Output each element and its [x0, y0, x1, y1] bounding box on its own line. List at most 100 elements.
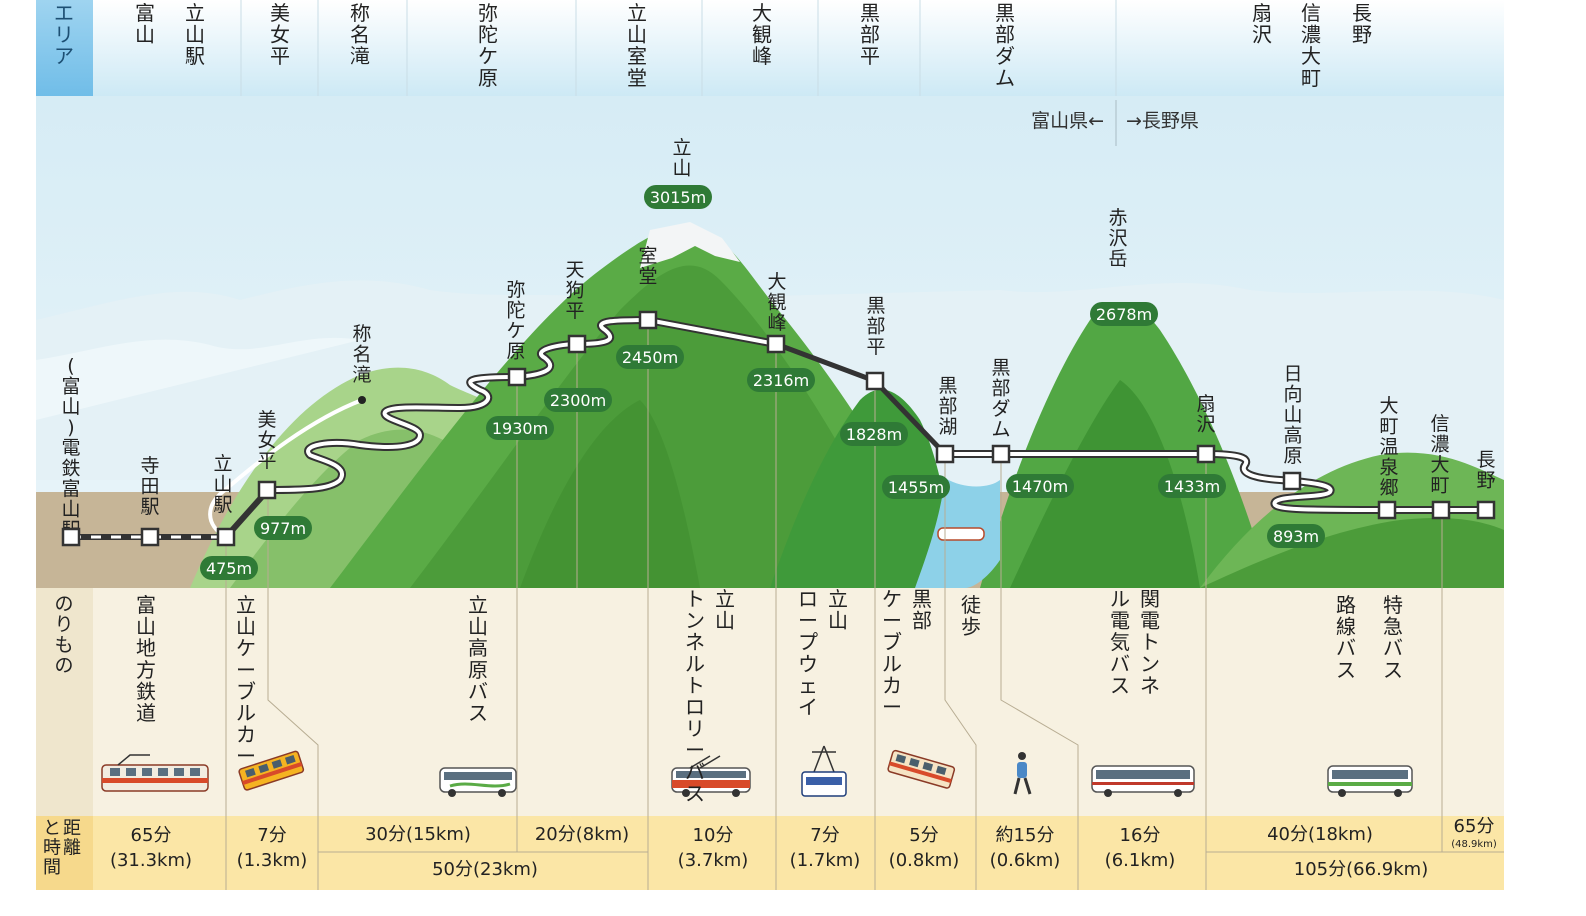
station-marker-7 [766, 334, 786, 354]
station-marker-4 [507, 367, 527, 387]
transport-item-9: 特急バス [1383, 593, 1403, 682]
station-marker-5 [567, 334, 587, 354]
distance-time-4: 50分(23km) [432, 859, 538, 880]
area-name-11: 長野 [1352, 1, 1372, 47]
station-name-8: 黒部平 [866, 295, 885, 358]
distance-time-11: 65分 [1454, 816, 1495, 837]
station-marker-15 [1476, 500, 1496, 520]
station-marker-12 [1282, 471, 1302, 491]
peak-tateyama-elev-pill [644, 185, 712, 209]
distance-km-5: (3.7km) [678, 850, 749, 871]
station-name-0: (富山)電鉄富山駅 [61, 355, 80, 541]
distance-km-1: (1.3km) [237, 850, 308, 871]
transport-item-6: 徒歩 [961, 593, 981, 639]
distance-time-1: 7分 [257, 825, 286, 846]
area-header [36, 0, 1504, 96]
electric-bus-icon [1091, 765, 1195, 797]
distance-label-b: と時間 [43, 818, 61, 878]
station-name-12: 日向山高原 [1283, 363, 1302, 467]
station-elev-4: 1930m [492, 419, 548, 438]
transport-item-7-b: ル電気バス [1110, 587, 1130, 697]
area-name-10: 信濃大町 [1301, 1, 1321, 90]
area-label: エリア [54, 1, 74, 68]
station-name-6: 室堂 [638, 245, 657, 288]
distance-time-3: 20分(8km) [535, 824, 629, 845]
area-name-4: 弥陀ケ原 [478, 1, 498, 90]
station-name-7: 大観峰 [767, 271, 786, 334]
vehicle-icons [101, 745, 1413, 797]
station-marker-13 [1377, 500, 1397, 520]
station-name-10: 黒部ダム [991, 357, 1010, 441]
funicular-icon [887, 749, 956, 789]
area-name-7: 黒部平 [860, 1, 880, 68]
distance-time-10: 40分(18km) [1267, 824, 1373, 845]
landmark-shomyo-falls: 称名滝 [352, 323, 371, 386]
station-elev-11: 1433m [1164, 477, 1220, 496]
transport-item-5-a: 黒部 [912, 587, 932, 633]
distance-km-11: (48.9km) [1451, 839, 1497, 850]
station-name-13: 大町温泉郷 [1379, 395, 1398, 499]
distance-time-9: 16分 [1120, 825, 1161, 846]
station-elev-2: 475m [206, 559, 252, 578]
station-elev-7-pill [747, 368, 815, 392]
station-elev-9-pill [882, 475, 950, 499]
distance-time-7: 5分 [909, 825, 938, 846]
area-name-3: 称名滝 [350, 1, 370, 68]
station-marker-8 [865, 371, 885, 391]
walker-icon [1013, 752, 1032, 795]
station-elev-8: 1828m [846, 425, 902, 444]
distance-label-a: 距離 [63, 818, 81, 858]
highland-bus-icon [439, 767, 517, 797]
station-elev-5-pill [544, 388, 612, 412]
train-icon [101, 754, 209, 792]
station-elev-10-pill [1006, 474, 1074, 498]
station-marker-0 [61, 527, 81, 547]
station-elev-2-pill [200, 556, 258, 580]
transport-item-8: 路線バス [1336, 593, 1356, 682]
area-name-0: 富山 [135, 1, 155, 47]
peak-tateyama-name: 立山 [672, 137, 691, 180]
ropeway-icon [801, 745, 847, 797]
station-marker-3 [257, 480, 277, 500]
transport-item-2: 立山高原バス [468, 593, 488, 725]
distance-km-6: (1.7km) [790, 850, 861, 871]
distance-km-8: (0.6km) [990, 850, 1061, 871]
distance-time-8: 約15分 [996, 825, 1055, 846]
station-name-1: 寺田駅 [140, 455, 159, 518]
peak-tateyama-elev: 3015m [650, 188, 706, 207]
distance-km-9: (6.1km) [1105, 850, 1176, 871]
station-marker-2 [216, 527, 236, 547]
distance-time-6: 7分 [810, 825, 839, 846]
station-name-9: 黒部湖 [938, 375, 957, 438]
station-elev-6-pill [616, 345, 684, 369]
station-name-5: 天狗平 [565, 259, 584, 322]
transport-item-0: 富山地方鉄道 [136, 593, 156, 725]
transport-item-4-b: ロープウェイ [798, 587, 818, 719]
area-name-5: 立山室堂 [627, 1, 647, 90]
distance-band [36, 816, 1504, 890]
transport-item-7-a: 関電トンネ [1140, 587, 1160, 697]
area-label-cell [36, 0, 93, 96]
station-elev-3: 977m [260, 519, 306, 538]
station-elev-4-pill [486, 416, 554, 440]
area-name-8: 黒部ダム [995, 1, 1015, 90]
station-name-15: 長野 [1476, 449, 1495, 492]
peak-akazawadake-elev: 2678m [1096, 305, 1152, 324]
distance-time-0: 65分 [131, 825, 172, 846]
prefecture-nagano: →長野県 [1126, 110, 1199, 132]
station-marker-9 [935, 444, 955, 464]
area-name-6: 大観峰 [752, 1, 772, 68]
station-elev-10: 1470m [1012, 477, 1068, 496]
distance-time-12: 105分(66.9km) [1294, 859, 1428, 880]
peak-akazawadake-elev-pill [1090, 302, 1158, 326]
prefecture-toyama: 富山県← [1031, 110, 1104, 132]
station-elev-5: 2300m [550, 391, 606, 410]
transport-item-5-b: ケーブルカー [882, 587, 902, 719]
cable-car-icon [238, 750, 305, 791]
area-name-2: 美女平 [270, 1, 290, 68]
station-name-14: 信濃大町 [1430, 413, 1449, 497]
distance-time-5: 10分 [693, 825, 734, 846]
transport-item-4-a: 立山 [828, 587, 848, 633]
route-bus-icon [1327, 765, 1413, 797]
